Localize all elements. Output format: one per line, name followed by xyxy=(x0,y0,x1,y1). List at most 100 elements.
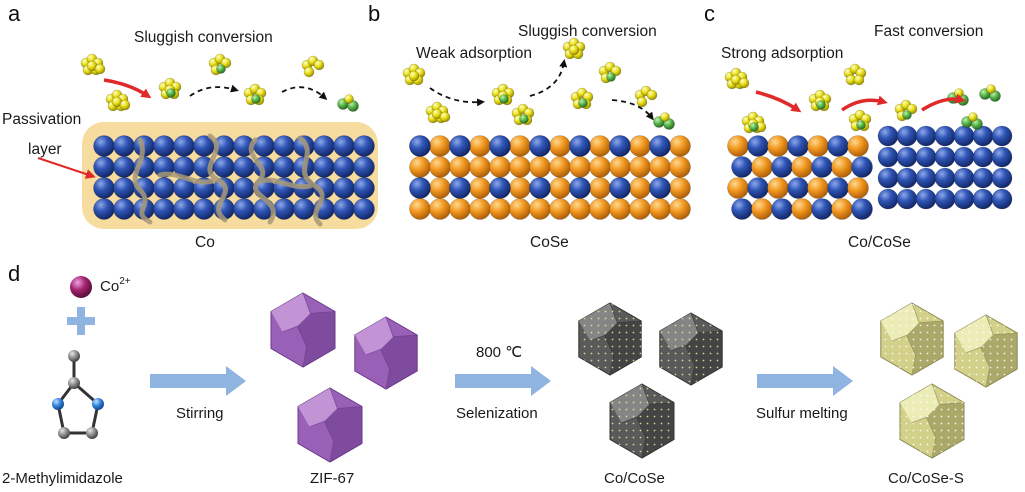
sulfur-atom xyxy=(636,96,648,108)
panel-a-caption: Co xyxy=(195,234,215,251)
se-atom xyxy=(489,198,511,220)
co-atom xyxy=(313,156,335,178)
co-atom xyxy=(353,135,375,157)
co-atom xyxy=(113,156,135,178)
co-atom xyxy=(449,177,471,199)
passivation-cracks xyxy=(132,133,325,227)
se-atom xyxy=(669,156,691,178)
co-atom xyxy=(787,177,809,199)
co-atom xyxy=(489,177,511,199)
co-cose-s-crystal xyxy=(954,314,1018,388)
co-atom xyxy=(915,125,937,147)
co-atom xyxy=(953,125,975,147)
co-atom xyxy=(851,198,873,220)
lithium-atom xyxy=(499,94,509,104)
se-atom xyxy=(469,177,491,199)
co-atom xyxy=(896,125,918,147)
co-atom xyxy=(313,135,335,157)
se-atom xyxy=(409,156,431,178)
lithium-atom xyxy=(578,98,588,108)
nitrogen-atom xyxy=(52,398,64,410)
co-atom xyxy=(409,135,431,157)
panel-a-red-arrow xyxy=(103,78,152,99)
step1-label: Stirring xyxy=(176,405,224,422)
co-atom xyxy=(771,156,793,178)
co-atom xyxy=(93,177,115,199)
co-atom xyxy=(934,188,956,210)
se-atom xyxy=(429,156,451,178)
co-atom xyxy=(273,156,295,178)
se-atom xyxy=(751,156,773,178)
co-atom xyxy=(293,198,315,220)
lithium-atom xyxy=(519,114,529,124)
sulfur-atom xyxy=(954,88,964,98)
co-atom xyxy=(529,177,551,199)
co-atom xyxy=(915,167,937,189)
panel-a-top-text: Sluggish conversion xyxy=(134,29,273,46)
polysulfide-cluster xyxy=(511,103,535,126)
conversion-arrows xyxy=(103,59,966,121)
se-atom xyxy=(429,198,451,220)
se-atom xyxy=(847,135,869,157)
co-atom xyxy=(953,146,975,168)
polysulfide-cluster xyxy=(634,85,658,108)
se-atom xyxy=(469,156,491,178)
product3-label: Co/CoSe-S xyxy=(888,470,964,487)
panel-b-adsorption-text: Weak adsorption xyxy=(416,45,532,62)
sulfur-atom xyxy=(303,66,315,78)
zif-67-crystal xyxy=(354,316,418,390)
co-atom xyxy=(771,198,793,220)
co-lattice xyxy=(93,135,375,220)
polysulfide-cluster xyxy=(562,37,586,60)
lithium-sulfide xyxy=(979,84,1001,102)
se-atom xyxy=(751,198,773,220)
co-atom xyxy=(731,198,753,220)
panel-a-letter: a xyxy=(8,1,21,26)
panel-c-red-arrow-3 xyxy=(921,93,966,112)
lithium-atom xyxy=(251,94,261,104)
co-ion-label: Co2+ xyxy=(100,276,131,295)
sulfur-atom xyxy=(313,59,325,71)
co-cose-s-polyhedra xyxy=(880,302,1018,459)
polysulfide-cluster xyxy=(808,89,832,112)
se-atom xyxy=(589,177,611,199)
sulfur-atom xyxy=(853,74,865,86)
co-atom xyxy=(953,188,975,210)
co-atom xyxy=(353,198,375,220)
se-atom xyxy=(509,156,531,178)
polysulfide-cluster xyxy=(848,109,872,132)
cose-lattice xyxy=(409,135,691,220)
selenization-arrow xyxy=(455,366,551,396)
step2-temp-label: 800 ℃ xyxy=(476,344,522,361)
panel-b-dashed-arrow-1 xyxy=(429,87,485,107)
se-atom xyxy=(767,135,789,157)
product2-label: Co/CoSe xyxy=(604,470,665,487)
lithium-atom xyxy=(749,122,759,132)
co-cose-crystal xyxy=(578,302,642,376)
sulfur-atom xyxy=(119,99,131,111)
polysulfide-cluster xyxy=(243,83,267,106)
co-atom xyxy=(953,167,975,189)
se-atom xyxy=(429,177,451,199)
co-atom xyxy=(747,177,769,199)
polysulfide-cluster xyxy=(724,67,750,90)
passivation-pointer-arrow xyxy=(37,157,96,179)
se-atom xyxy=(847,177,869,199)
co-atom xyxy=(213,156,235,178)
se-atom xyxy=(669,135,691,157)
se-atom xyxy=(529,198,551,220)
co-atom xyxy=(991,188,1013,210)
co-atom xyxy=(972,188,994,210)
panel-c-adsorption-text: Strong adsorption xyxy=(721,45,843,62)
ligand-label: 2-Methylimidazole xyxy=(2,470,123,487)
se-atom xyxy=(831,156,853,178)
se-atom xyxy=(669,177,691,199)
se-atom xyxy=(589,135,611,157)
co-atom xyxy=(569,177,591,199)
co-atom xyxy=(649,177,671,199)
polysulfide-cluster xyxy=(741,111,767,134)
co-cose-polyhedra xyxy=(578,302,723,459)
sulfur-atom xyxy=(968,112,978,122)
co-atom xyxy=(827,177,849,199)
panel-c-top-text: Fast conversion xyxy=(874,23,983,40)
